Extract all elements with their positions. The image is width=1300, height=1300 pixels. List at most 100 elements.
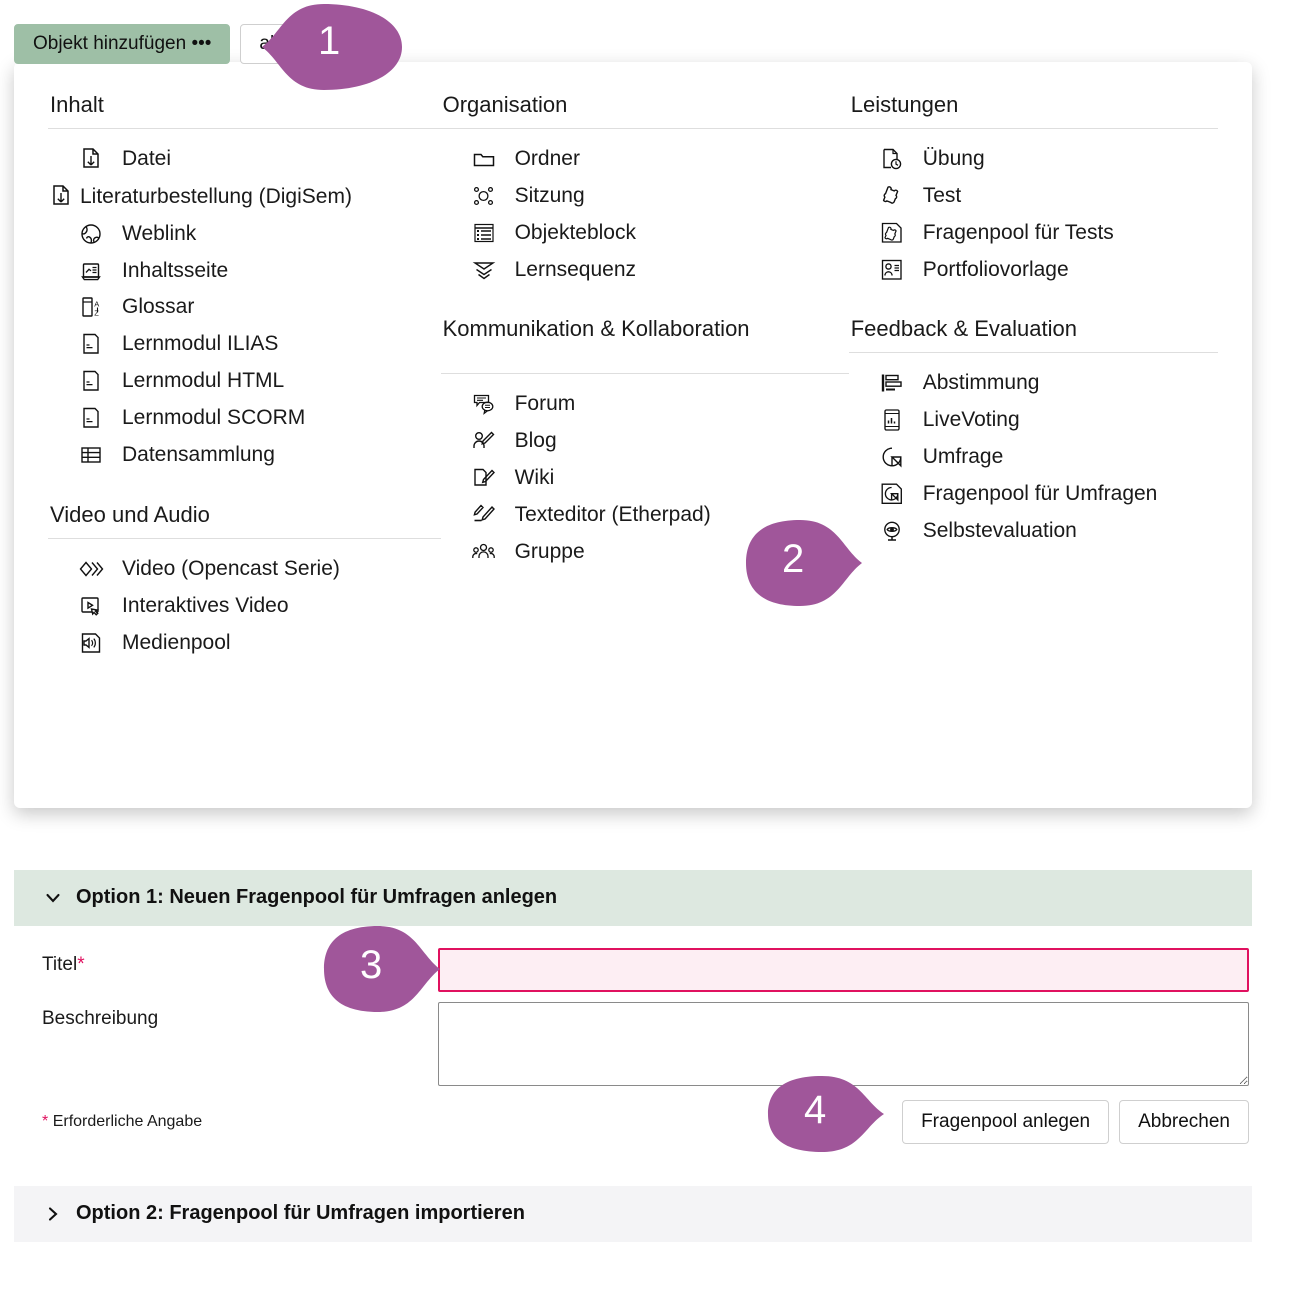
menu-item-label: Interaktives Video xyxy=(122,593,289,617)
add-object-dropdown-panel: Inhalt Datei xyxy=(14,62,1252,808)
menu-item-uebung[interactable]: Übung xyxy=(849,141,1218,178)
menu-item-label: Selbstevaluation xyxy=(922,518,1077,542)
menu-item-label: LiveVoting xyxy=(922,408,1020,432)
menu-item-lernmodul-scorm[interactable]: Lernmodul SCORM xyxy=(48,400,441,437)
menu-item-inhaltsseite[interactable]: Inhaltsseite xyxy=(48,253,441,290)
menu-item-label: Medienpool xyxy=(122,630,231,654)
menu-item-lernmodul-ilias[interactable]: Lernmodul ILIAS xyxy=(48,326,441,363)
objekt-hinzufuegen-button[interactable]: Objekt hinzufügen ••• xyxy=(14,24,231,64)
menu-item-label: Ordner xyxy=(514,146,580,170)
accordion-header-option-2[interactable]: Option 2: Fragenpool für Umfragen import… xyxy=(14,1186,1252,1242)
titel-input[interactable] xyxy=(438,948,1249,992)
group-icon xyxy=(471,539,497,565)
learning-module-icon xyxy=(78,331,104,357)
folder-icon xyxy=(471,146,497,172)
menu-item-umfrage[interactable]: Umfrage xyxy=(849,439,1218,476)
portfolio-template-icon xyxy=(879,257,905,283)
menu-item-lernsequenz[interactable]: Lernsequenz xyxy=(441,252,849,289)
required-hint-text: Erforderliche Angabe xyxy=(52,1113,203,1130)
menu-item-label: Datensammlung xyxy=(122,442,275,466)
dropdown-column-leistungen: Leistungen Übung xyxy=(848,92,1218,661)
verwalten-button[interactable]: alten xyxy=(240,24,320,64)
accordion-header-option-1[interactable]: Option 1: Neuen Fragenpool für Umfragen … xyxy=(14,870,1252,926)
menu-item-label: Objekteblock xyxy=(514,220,636,244)
table-grid-icon xyxy=(78,442,104,468)
menu-item-lernmodul-html[interactable]: Lernmodul HTML xyxy=(48,363,441,400)
menu-item-datei[interactable]: Datei xyxy=(48,141,441,178)
forum-icon xyxy=(471,391,497,417)
menu-item-glossar[interactable]: A Z Glossar xyxy=(48,289,441,326)
menu-item-label: Lernmodul SCORM xyxy=(122,406,306,430)
fragenpool-anlegen-button[interactable]: Fragenpool anlegen xyxy=(902,1100,1110,1144)
menu-item-sitzung[interactable]: Sitzung xyxy=(441,178,849,215)
form-row-beschreibung: Beschreibung xyxy=(14,1002,1252,1086)
menu-item-forum[interactable]: Forum xyxy=(441,386,849,423)
menu-item-ordner[interactable]: Ordner xyxy=(441,141,849,178)
question-pool-test-icon xyxy=(879,220,905,246)
menu-item-objekteblock[interactable]: Objekteblock xyxy=(441,215,849,252)
menu-item-weblink[interactable]: Weblink xyxy=(48,216,441,253)
menu-item-medienpool[interactable]: Medienpool xyxy=(48,625,441,662)
menu-item-fragenpool-fuer-umfragen[interactable]: Fragenpool für Umfragen xyxy=(849,476,1218,513)
titel-label: Titel* xyxy=(14,948,438,976)
form-row-titel: Titel* xyxy=(14,948,1252,992)
menu-item-selbstevaluation[interactable]: Selbstevaluation xyxy=(849,513,1218,550)
menu-item-literaturbestellung[interactable]: Literaturbestellung (DigiSem) xyxy=(48,178,441,216)
menu-item-livevoting[interactable]: LiveVoting xyxy=(849,402,1218,439)
menu-item-datensammlung[interactable]: Datensammlung xyxy=(48,437,441,474)
beschreibung-textarea[interactable] xyxy=(438,1002,1249,1086)
menu-item-label: Fragenpool für Tests xyxy=(922,220,1114,244)
menu-item-label: Portfoliovorlage xyxy=(922,257,1069,281)
create-question-pool-form: Option 1: Neuen Fragenpool für Umfragen … xyxy=(14,870,1252,1242)
session-icon xyxy=(471,183,497,209)
exercise-clock-icon xyxy=(879,146,905,172)
media-pool-icon xyxy=(78,630,104,656)
chevron-right-icon xyxy=(44,1205,62,1223)
menu-item-video-opencast-serie[interactable]: Video (Opencast Serie) xyxy=(48,551,441,588)
dropdown-columns: Inhalt Datei xyxy=(14,92,1252,661)
toolbar: Objekt hinzufügen ••• alten xyxy=(14,24,320,64)
form-footer-row: * Erforderliche Angabe Fragenpool anlege… xyxy=(14,1100,1252,1144)
learning-sequence-icon xyxy=(471,257,497,283)
accordion-header-label: Option 2: Fragenpool für Umfragen import… xyxy=(76,1202,525,1224)
menu-item-label: Glossar xyxy=(122,295,195,319)
option-1-body: Titel* Beschreibung * Erforderliche Anga… xyxy=(14,926,1252,1144)
menu-item-interaktives-video[interactable]: Interaktives Video xyxy=(48,588,441,625)
abbrechen-button[interactable]: Abbrechen xyxy=(1119,1100,1249,1144)
menu-item-gruppe[interactable]: Gruppe xyxy=(441,534,849,571)
menu-item-label: Forum xyxy=(514,392,576,416)
dropdown-column-inhalt: Inhalt Datei xyxy=(48,92,441,661)
callout-number: 1 xyxy=(318,19,341,63)
menu-item-portfoliovorlage[interactable]: Portfoliovorlage xyxy=(849,252,1218,289)
menu-item-texteditor-etherpad[interactable]: Texteditor (Etherpad) xyxy=(441,497,849,534)
menu-item-label: Weblink xyxy=(122,221,197,245)
svg-text:A: A xyxy=(94,300,99,309)
learning-module-icon xyxy=(78,368,104,394)
menu-item-label: Test xyxy=(922,183,962,207)
object-block-icon xyxy=(471,220,497,246)
globe-icon xyxy=(78,221,104,247)
menu-item-label: Abstimmung xyxy=(922,371,1040,395)
menu-item-label: Datei xyxy=(122,146,172,170)
chevron-down-icon xyxy=(44,889,62,907)
livevoting-icon xyxy=(879,407,905,433)
svg-text:Z: Z xyxy=(94,309,99,318)
menu-item-label: Übung xyxy=(922,146,985,170)
group-title-feedback-evaluation: Feedback & Evaluation xyxy=(848,316,1218,354)
menu-item-wiki[interactable]: Wiki xyxy=(441,460,849,497)
menu-item-label: Wiki xyxy=(514,466,555,490)
wiki-icon xyxy=(471,465,497,491)
menu-item-abstimmung[interactable]: Abstimmung xyxy=(849,365,1218,402)
menu-item-blog[interactable]: Blog xyxy=(441,423,849,460)
menu-item-label: Inhaltsseite xyxy=(122,258,229,282)
accordion-header-label: Option 1: Neuen Fragenpool für Umfragen … xyxy=(76,886,558,908)
form-actions: Fragenpool anlegen Abbrechen xyxy=(902,1100,1252,1144)
menu-item-label: Lernsequenz xyxy=(514,257,637,281)
menu-item-fragenpool-fuer-tests[interactable]: Fragenpool für Tests xyxy=(849,215,1218,252)
file-download-icon xyxy=(48,183,74,209)
menu-item-label: Literaturbestellung (DigiSem) xyxy=(80,184,352,208)
video-series-icon xyxy=(78,556,104,582)
poll-bars-icon xyxy=(879,370,905,396)
question-pool-survey-icon xyxy=(879,481,905,507)
menu-item-test[interactable]: Test xyxy=(849,178,1218,215)
